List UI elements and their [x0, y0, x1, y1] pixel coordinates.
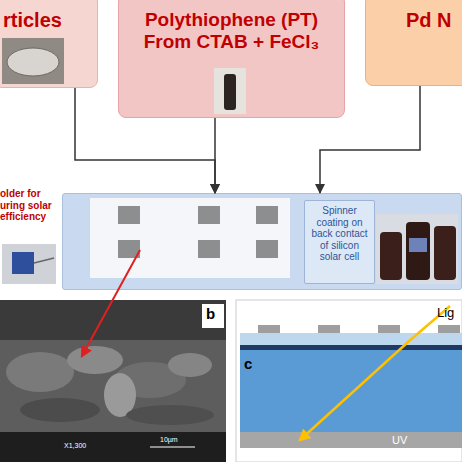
light-ray	[300, 306, 450, 440]
solar-cell-sample	[118, 240, 140, 258]
cell-cross-section	[236, 300, 462, 462]
probe-wire	[34, 258, 54, 263]
node-title: Pd N	[406, 9, 462, 32]
node-title: older for uring solar efficiency	[0, 188, 61, 223]
sem-grain	[104, 373, 136, 417]
front-contact	[378, 325, 400, 333]
sem-grain	[168, 353, 212, 377]
glass-dish	[7, 48, 59, 76]
sample-photo	[214, 68, 246, 114]
solar-cell-sample	[198, 240, 220, 258]
sem-image	[0, 300, 226, 462]
figure-label: Lig	[437, 306, 454, 319]
process-panel: Spinner coating on back contact of silic…	[62, 193, 462, 290]
front-contact	[318, 325, 340, 333]
solar-cell-sample	[118, 206, 140, 224]
sample-bottle	[224, 74, 236, 110]
step-text: Spinner coating on back contact of silic…	[308, 205, 371, 263]
holder-photo	[2, 244, 56, 284]
flow-arrow	[214, 118, 216, 193]
solar-cell-sample	[198, 206, 220, 224]
vial-label	[409, 238, 427, 252]
solar-cell-holder	[12, 252, 34, 274]
scale-text: X1,300	[64, 442, 86, 449]
process-box: Spinner coating on back contact of silic…	[304, 200, 375, 284]
back-coating	[240, 432, 462, 448]
arc-layer	[240, 333, 462, 345]
leader-arrow	[82, 250, 140, 356]
process-box: Pd N	[365, 0, 462, 86]
sem-background	[0, 300, 226, 340]
vials-photo	[376, 214, 458, 284]
scale-text: 10µm	[160, 436, 178, 443]
scale-bar	[150, 447, 195, 448]
panel-letter-bg	[202, 304, 224, 328]
vial	[406, 222, 430, 280]
sem-grain	[126, 405, 214, 425]
sem-grain	[67, 346, 123, 374]
sem-footer	[0, 432, 226, 462]
silicon-wafer	[240, 350, 462, 432]
front-contact	[438, 325, 460, 333]
solar-cell-sample	[256, 206, 278, 224]
sem-grain	[6, 352, 74, 392]
vial	[380, 232, 402, 280]
junction-layer	[240, 345, 462, 350]
figure-label: UV	[392, 435, 407, 446]
process-box: rticles	[0, 0, 98, 88]
solar-cell-sample	[256, 240, 278, 258]
process-box: Polythiophene (PT) From CTAB + FeCl₃	[118, 0, 345, 118]
panel-letter: b	[206, 306, 215, 321]
node-title: Polythiophene (PT) From CTAB + FeCl₃	[125, 9, 338, 53]
node-title: rticles	[3, 9, 93, 32]
sem-grain	[20, 398, 100, 422]
flow-arrow	[320, 86, 420, 193]
sample-photo	[2, 38, 64, 84]
front-contact	[258, 325, 280, 333]
panel-letter: c	[244, 356, 252, 371]
vial	[434, 226, 456, 280]
sem-grain	[114, 362, 186, 398]
flow-arrow	[75, 88, 215, 193]
samples-photo	[90, 198, 290, 278]
process-box: older for uring solar efficiency	[0, 186, 62, 286]
